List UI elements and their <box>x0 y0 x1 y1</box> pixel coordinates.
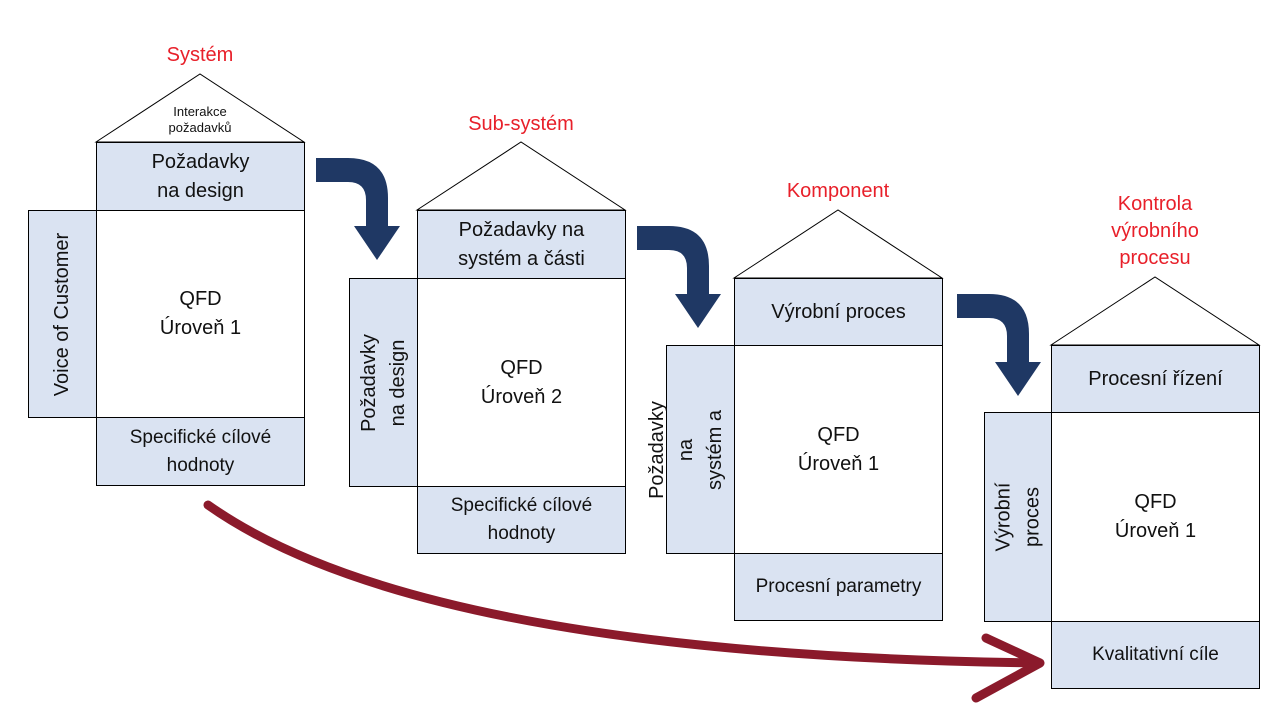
flow-arrow-1 <box>316 158 400 260</box>
house3-title: Komponent <box>786 180 890 202</box>
house1-side-label: Voice of Customer <box>51 232 74 396</box>
house2-center: QFD Úroveň 2 <box>417 278 626 487</box>
house2-bottom: Specifické cílové hodnoty <box>417 486 626 554</box>
flow-arrow-2 <box>637 226 721 328</box>
house2-top: Požadavky na systém a části <box>417 210 626 279</box>
long-arrow <box>203 500 1045 703</box>
house1-bottom: Specifické cílové hodnoty <box>96 417 305 486</box>
house1-side: Voice of Customer <box>28 210 97 418</box>
house4-center: QFD Úroveň 1 <box>1051 412 1260 622</box>
house2-title: Sub-systém <box>468 113 574 135</box>
house4-top: Procesní řízení <box>1051 345 1260 413</box>
flow-arrow-3 <box>957 294 1041 396</box>
house1-title: Systém <box>166 44 234 66</box>
house3-center: QFD Úroveň 1 <box>734 345 943 554</box>
house1-center: QFD Úroveň 1 <box>96 210 305 418</box>
house2-side-label: Požadavky na design <box>357 333 409 432</box>
house1-top: Požadavky na design <box>96 142 305 211</box>
house3-top: Výrobní proces <box>734 278 943 346</box>
house3-bottom: Procesní parametry <box>734 553 943 621</box>
house3-side: Požadavky na systém a části <box>646 345 755 554</box>
house4-side: Výrobní proces <box>984 412 1052 622</box>
house4-title: Kontrola výrobního procesu <box>1111 193 1199 269</box>
house4-roof <box>1049 276 1261 346</box>
house4-bottom: Kvalitativní cíle <box>1051 621 1260 689</box>
house2-side: Požadavky na design <box>349 278 418 487</box>
house1-roof-label: Interakce požadavků <box>168 104 232 135</box>
house2-roof <box>415 141 627 211</box>
house4-side-label: Výrobní proces <box>992 482 1043 552</box>
house3-roof <box>732 209 944 279</box>
